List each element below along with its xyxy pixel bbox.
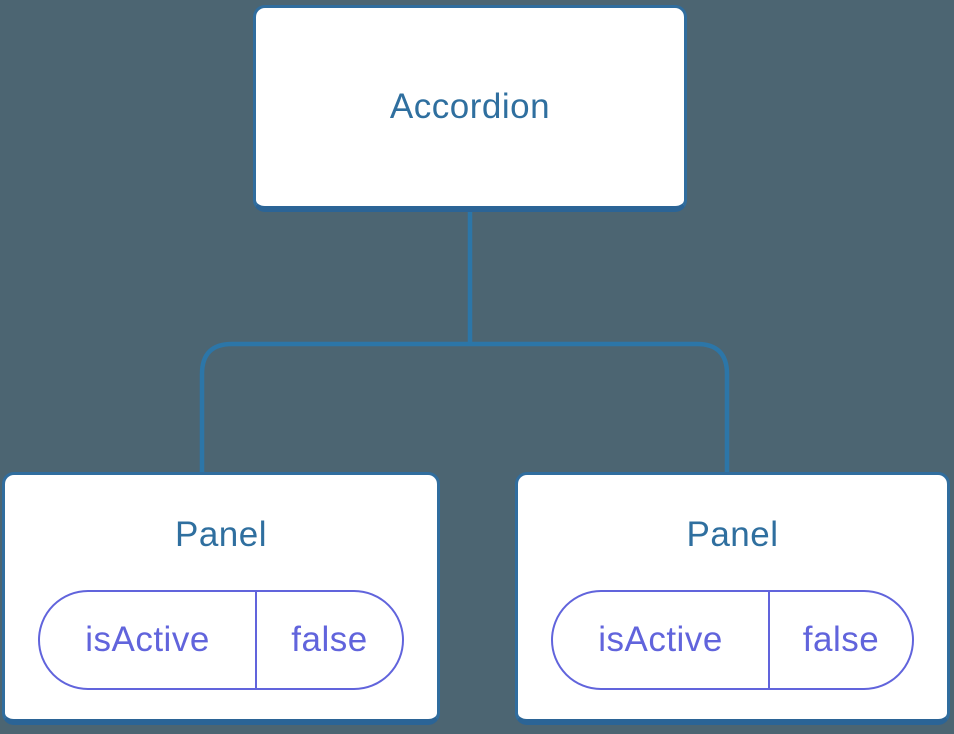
node-label-panel-1: Panel [174,515,268,554]
state-value-label: false [255,592,402,688]
tree-node-panel-1: Panel isActive false [2,472,440,725]
state-pill-panel-1: isActive false [38,590,404,690]
state-value-label: false [768,592,912,688]
state-key-label: isActive [85,620,210,659]
tree-node-accordion: Accordion [253,5,687,212]
state-pill-panel-2: isActive false [551,590,914,690]
connector-branch [199,341,730,480]
tree-node-panel-2: Panel isActive false [515,472,950,725]
node-label-accordion: Accordion [389,87,551,126]
node-label-panel-2: Panel [686,515,779,554]
state-key-label: isActive [598,620,723,659]
